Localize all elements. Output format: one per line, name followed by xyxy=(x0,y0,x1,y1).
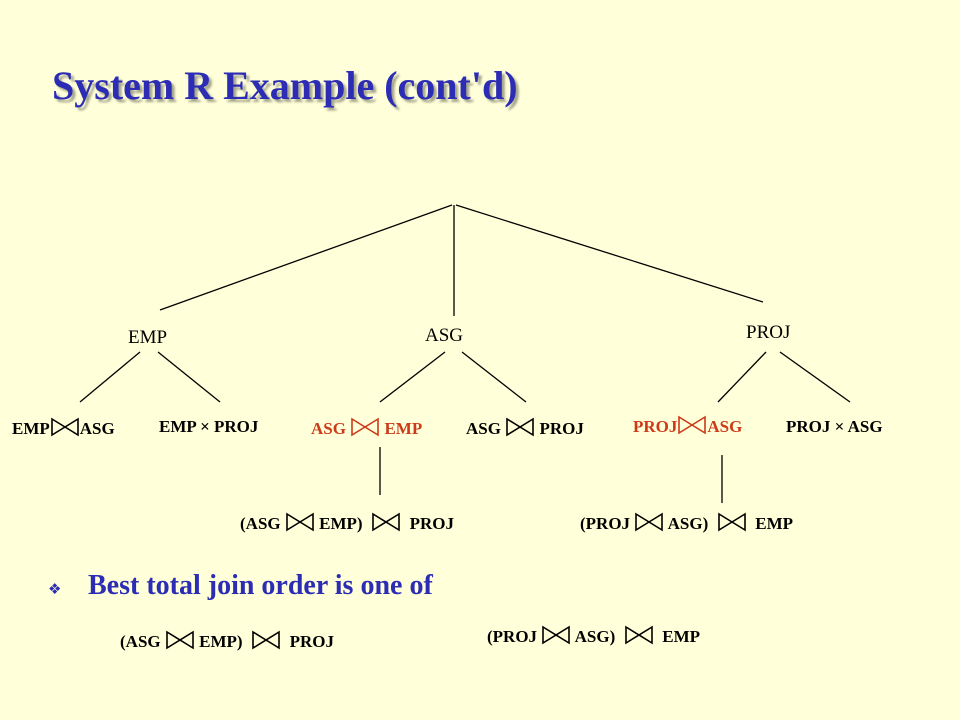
relation-label: ASG xyxy=(311,419,346,438)
node-asg-join-emp: ASG EMP xyxy=(311,417,422,439)
node-asg-join-proj: ASG PROJ xyxy=(466,417,584,439)
relation-label: ASG xyxy=(707,417,743,436)
edge-proj-projxasg xyxy=(779,351,851,403)
node-asg-emp-proj: (ASG EMP) PROJ xyxy=(240,512,454,534)
join-icon xyxy=(372,512,400,532)
relation-label: PROJ xyxy=(539,419,584,438)
edge-emp-empasg xyxy=(79,351,141,403)
edge-asg-asgproj xyxy=(461,351,527,403)
relation-label: EMP) xyxy=(319,514,363,533)
relation-label: EMP xyxy=(662,627,701,646)
edge-asg-asgemp xyxy=(379,351,446,403)
bullet-text: Best total join order is one of xyxy=(88,570,433,601)
relation-label: (PROJ xyxy=(580,514,631,533)
node-emp: EMP xyxy=(128,327,168,348)
relation-label: PROJ xyxy=(289,632,334,651)
join-icon xyxy=(678,415,707,435)
edge-proj-projasg xyxy=(717,351,767,403)
relation-label: PROJ xyxy=(633,417,678,436)
node-proj-join-asg: PROJ ASG xyxy=(633,415,742,437)
node-emp-cross-proj: EMP × PROJ xyxy=(159,417,259,436)
join-icon xyxy=(50,417,79,437)
relation-label: ASG xyxy=(466,419,501,438)
join-icon xyxy=(252,630,280,650)
join-icon xyxy=(717,512,746,532)
best-order-2: (PROJ ASG) EMP xyxy=(487,625,700,647)
join-icon xyxy=(506,417,535,437)
node-proj-asg-emp: (PROJ ASG) EMP xyxy=(580,512,793,534)
edge-root-proj xyxy=(455,204,764,303)
slide-title: System R Example (cont'd) xyxy=(52,63,518,108)
relation-label: (PROJ xyxy=(487,627,538,646)
node-proj-cross-asg: PROJ × ASG xyxy=(786,417,883,436)
relation-label: EMP xyxy=(384,419,423,438)
relation-label: (ASG xyxy=(240,514,281,533)
node-asg: ASG xyxy=(425,325,464,346)
relation-label: ASG) xyxy=(574,627,616,646)
diamond-bullet-icon: ❖ xyxy=(48,580,62,598)
join-icon xyxy=(166,630,194,650)
edge-emp-empxproj xyxy=(157,351,221,403)
join-icon xyxy=(635,512,664,532)
best-order-1: (ASG EMP) PROJ xyxy=(120,630,334,652)
relation-label: (ASG xyxy=(120,632,161,651)
join-icon xyxy=(624,625,653,645)
join-icon xyxy=(351,417,380,437)
node-proj: PROJ xyxy=(746,322,791,343)
join-icon xyxy=(542,625,571,645)
relation-label: ASG) xyxy=(667,514,709,533)
relation-label: EMP xyxy=(755,514,794,533)
relation-label: EMP) xyxy=(199,632,243,651)
relation-label: PROJ xyxy=(409,514,454,533)
relation-label: ASG xyxy=(79,419,115,438)
relation-label: EMP xyxy=(12,419,50,438)
join-icon xyxy=(286,512,314,532)
node-emp-join-asg: EMP ASG xyxy=(12,417,115,439)
edge-root-emp xyxy=(159,204,453,311)
